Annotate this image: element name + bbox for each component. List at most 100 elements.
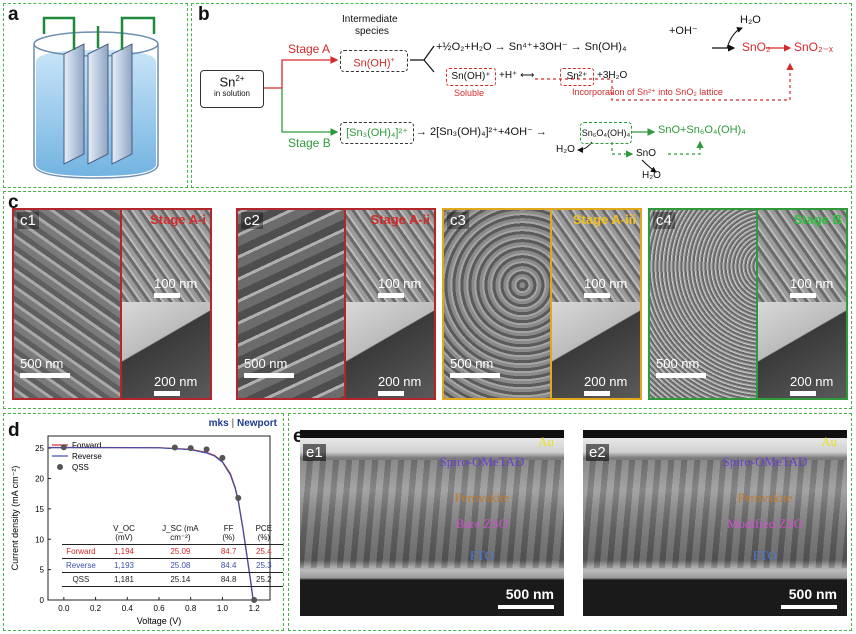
y-tick-label: 20 [35,475,44,484]
layer-label: Bare ZSO [455,516,509,531]
sn2-box: Sn²⁺ [560,68,594,86]
h2o-b1-label: H₂O [556,144,575,155]
table-cell: 25.4 [256,547,272,556]
sem-scale-top-bar [584,293,610,298]
brand-logo: mks | Newport [209,418,277,429]
sn2-solution-box: Sn2+ in solution [200,70,264,108]
x-tick-label: 0.4 [122,604,134,613]
sem-scale-bottom-bar [378,391,404,396]
x-tick-label: 0.6 [153,604,165,613]
series-line-reverse [48,447,254,601]
legend-label: Forward [72,441,101,450]
table-header-cell: PCE (%) [255,524,273,542]
sem-sublabel-c4: c4 [653,212,675,229]
cross-section-sublabel-e1: e1 [303,444,326,461]
cross-section-scale-bar [498,605,554,609]
panel-a: a [3,3,188,188]
snoh-label: Sn(OH) [353,57,391,70]
soluble-label: Soluble [454,88,485,98]
sem-scale-top: 100 nm [154,276,198,291]
legend-label: QSS [72,463,89,472]
y-tick-label: 0 [40,596,45,605]
sem-scale-top: 100 nm [790,276,834,291]
layer-label: Spiro-OMeTAD [722,454,808,469]
table-cell: 1,181 [113,575,134,584]
electrode-plate-2 [87,43,109,165]
panel-a-label: a [8,4,19,25]
table-cell: Reverse [66,561,96,570]
stage-b-label: Stage B [288,136,331,150]
qss-point [219,454,226,461]
cross-section-scale: 500 nm [505,586,554,602]
legend-marker [57,464,63,470]
y-axis-label: Current density (mA cm⁻²) [10,466,20,571]
layer-label: Au [538,434,554,449]
electrode-plate-3 [111,43,133,165]
sem-scale-main-bar [244,373,294,378]
y-tick-label: 25 [35,444,44,453]
sem-scale-bottom: 200 nm [378,374,422,389]
sem-top-inset [756,210,846,306]
incorporation-label: Incorporation of Sn²⁺ into SnO₂ lattice [572,87,723,97]
qss-point [251,597,258,603]
sem-scale-main-bar [450,373,500,378]
brand-separator: | [231,418,235,429]
sem-scale-main-bar [20,373,70,378]
cross-section-texture [583,460,847,568]
sem-stage-label: Stage A-ii [370,212,430,227]
panel-e-label: e [293,426,304,447]
x-axis-label: Voltage (V) [137,616,182,626]
cross-section-sublabel-e2: e2 [586,444,609,461]
in-solution-label: in solution [213,89,251,99]
h2o-b2-label: H₂O [642,170,661,181]
qss-point [235,494,242,501]
table-cell: 25.14 [170,575,191,584]
layer-label: FTO [469,548,495,563]
sem-stage-label: Stage B [793,212,842,227]
sem-scale-top: 100 nm [584,276,628,291]
sem-scale-top-bar [378,293,404,298]
sem-sublabel-c2: c2 [241,212,263,229]
qss-point [187,445,194,452]
sem-stage-label: Stage A-iii [572,212,636,227]
electrochemical-cell-illustration [33,16,159,179]
sn2-sup: 2+ [235,74,245,83]
panel-b: b Sn2+ in solution Stage A Stage B Inter… [191,3,852,188]
sn6-box: Sn₆O₄(OH)₄ [580,122,632,144]
sem-sublabel-c3: c3 [447,212,469,229]
species-label: species [355,26,389,37]
table-header-cell: FF (%) [222,524,235,542]
table-cell: QSS [72,575,90,584]
layer-label: FTO [752,548,778,563]
sem-scale-bottom: 200 nm [790,374,834,389]
qss-point [171,444,178,451]
sem-scale-bottom: 200 nm [154,374,198,389]
qss-point [203,446,210,453]
y-tick-label: 15 [35,505,44,514]
table-cell: 25.3 [256,561,272,570]
y-tick-label: 5 [40,566,45,575]
table-cell: 84.8 [220,575,237,584]
y-tick-label: 10 [35,535,44,544]
layer-label: Perovskite [454,490,510,505]
plus-3h2o-label: +3H₂O [597,70,628,81]
table-cell: 84.4 [220,561,237,570]
sem-stage-label: Stage A-i [150,212,206,227]
stage-a-label: Stage A [288,42,331,56]
sem-scale-top: 100 nm [378,276,422,291]
layer-label: Au [821,434,837,449]
sem-scale-main-bar [656,373,706,378]
panel-c-label: c [8,192,19,213]
table-header-cell [62,522,100,545]
electrode-wire-right [120,16,156,50]
table-cell: 25.08 [170,561,191,570]
sem-bottom-inset [120,302,210,398]
sem-sublabel-c1: c1 [17,212,39,229]
layer-label: Modified ZSO [726,516,804,531]
sem-scale-bottom: 200 nm [584,374,628,389]
